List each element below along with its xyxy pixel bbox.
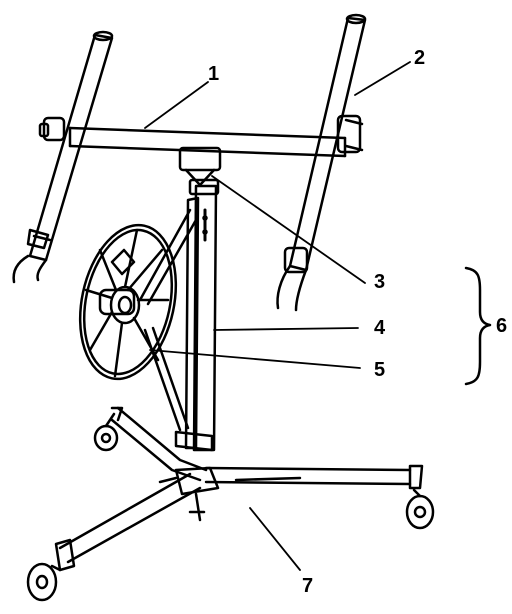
leader-1: [144, 81, 209, 129]
right-support-arm: [276, 13, 367, 312]
callout-label-4: 4: [374, 317, 386, 339]
group-brace: [464, 266, 492, 386]
callout-label-6: 6: [496, 315, 508, 337]
cross-beam: [68, 126, 347, 187]
leader-3: [211, 175, 366, 284]
callout-label-5: 5: [374, 359, 386, 381]
callout-label-3: 3: [374, 271, 386, 293]
winch-brace: [138, 208, 198, 432]
callout-leader-lines: [144, 61, 411, 571]
leader-2: [354, 61, 411, 96]
left-support-arm: [12, 30, 114, 284]
callout-label-1: 1: [208, 63, 220, 85]
callout-label-7: 7: [302, 575, 314, 597]
leader-4: [213, 327, 359, 331]
leader-7: [249, 507, 301, 571]
mast: [174, 178, 220, 452]
base-legs: [26, 406, 435, 602]
winch-wheel: [78, 223, 178, 381]
leader-5: [149, 349, 361, 369]
callout-label-2: 2: [414, 47, 426, 69]
